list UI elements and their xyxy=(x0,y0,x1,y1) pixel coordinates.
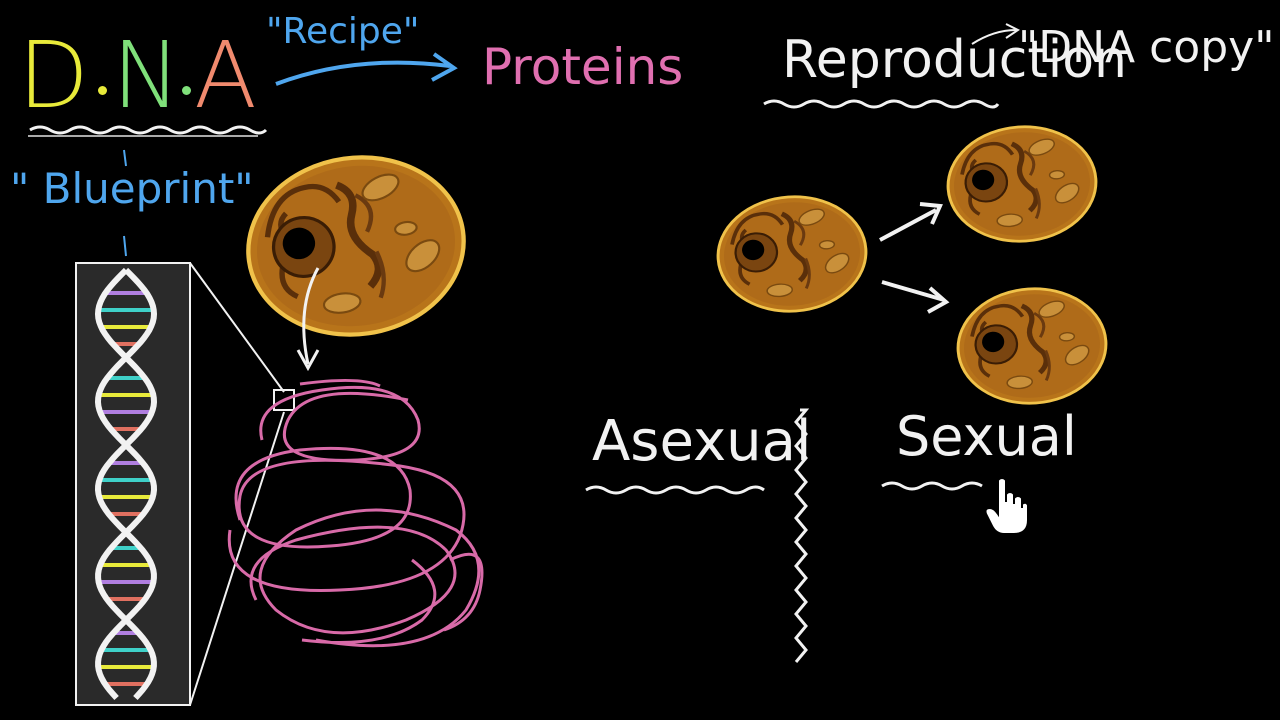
cell-icon xyxy=(944,122,1100,246)
title-dot-2 xyxy=(182,86,191,95)
cell-icon xyxy=(954,284,1110,408)
title-letter-n: N xyxy=(112,22,181,129)
title-letter-a: A xyxy=(194,22,257,129)
title-letter-d: D xyxy=(18,22,89,129)
chromatin-scribble xyxy=(227,378,484,648)
asexual-label: Asexual xyxy=(592,409,812,474)
cell-icon xyxy=(237,144,475,349)
recipe-label: "Recipe" xyxy=(266,11,420,52)
dna-copy-label: "DNA copy" xyxy=(1018,22,1275,73)
dna-helix-icon xyxy=(75,262,191,706)
cell-icon xyxy=(714,192,870,316)
title-dot-1 xyxy=(98,86,107,95)
blueprint-label: " Blueprint" xyxy=(10,164,254,213)
proteins-label: Proteins xyxy=(482,38,684,96)
reproduction-label: Reproduction xyxy=(782,30,1128,90)
hand-pointer-icon xyxy=(984,477,1028,535)
sexual-label: Sexual xyxy=(896,405,1077,468)
